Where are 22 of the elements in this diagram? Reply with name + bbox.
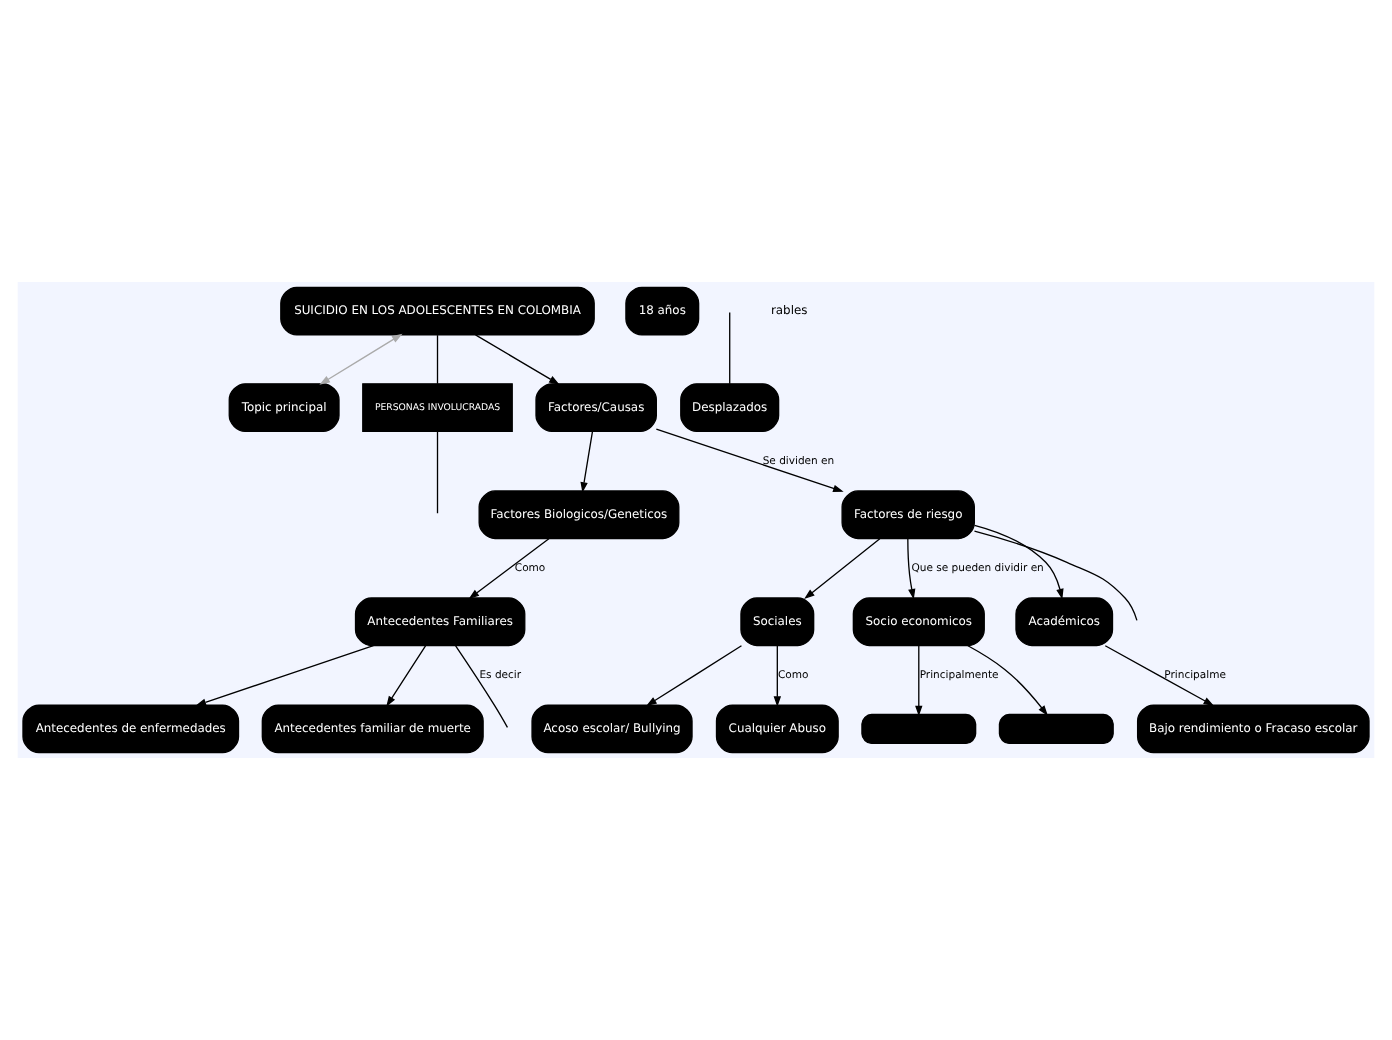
arrow: [386, 645, 427, 707]
arrow: [804, 538, 881, 600]
connector: [729, 311, 731, 385]
arrow: [468, 538, 550, 600]
arrow: [915, 645, 923, 717]
node-box: [998, 713, 1114, 745]
connector: [436, 430, 439, 514]
arrow: [655, 428, 844, 492]
arrow: [646, 645, 743, 707]
arrow: [773, 645, 781, 707]
arrow: [967, 645, 1048, 716]
connector: [973, 530, 1138, 621]
arrow: [474, 334, 560, 385]
arrow: [907, 538, 916, 600]
node-box: [861, 713, 977, 745]
arrow: [973, 524, 1064, 600]
connector: [436, 334, 439, 385]
arrow: [1104, 645, 1215, 706]
arrow: [319, 333, 403, 385]
arrow: [195, 645, 375, 706]
connector: [455, 645, 509, 729]
arrow: [580, 430, 594, 493]
